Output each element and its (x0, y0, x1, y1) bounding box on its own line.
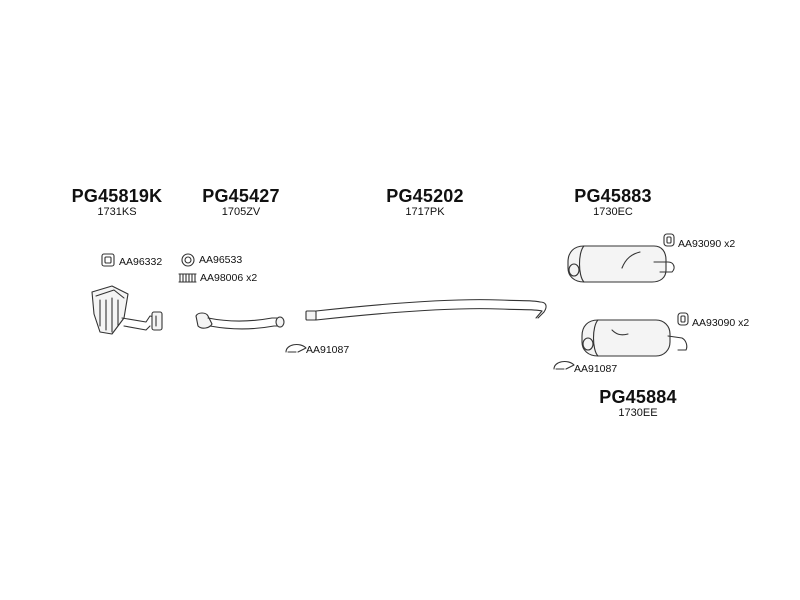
part-reference: 1730EE (618, 407, 658, 419)
part-code: PG45884 (599, 387, 677, 407)
accessory-rubber-mount-lower-label[interactable]: AA93090 x2 (692, 317, 750, 329)
pipe-clamp-rear-icon (553, 360, 575, 370)
part-code: PG45883 (574, 186, 652, 206)
accessory-ring-seal-label[interactable]: AA96533 (199, 254, 243, 266)
rear-silencer-lower-part[interactable] (581, 319, 688, 357)
rear-silencer-upper-part[interactable] (567, 245, 675, 283)
part-group-catalytic-converter[interactable]: PG45819K 1731KS (72, 186, 163, 219)
accessory-gasket-label[interactable]: AA96332 (119, 256, 163, 268)
part-group-rear-silencer-lower[interactable]: PG45884 1730EE (599, 387, 676, 420)
part-reference: 1705ZV (221, 206, 261, 218)
part-code: PG45202 (386, 186, 464, 206)
middle-pipe-part[interactable] (305, 299, 547, 321)
accessory-clamp-rear-label[interactable]: AA91087 (574, 363, 618, 375)
part-code: PG45819K (71, 186, 163, 206)
ring-seal-icon (181, 253, 195, 267)
accessory-rubber-mount-upper-label[interactable]: AA93090 x2 (678, 238, 736, 250)
part-group-front-pipe[interactable]: PG45427 1705ZV (202, 186, 279, 219)
part-code: PG45427 (202, 186, 280, 206)
square-gasket-icon (101, 253, 115, 267)
front-pipe-part[interactable] (195, 312, 285, 330)
pipe-clamp-mid-icon (285, 343, 307, 353)
spring-icon (178, 273, 197, 283)
accessory-spring-bolt-label[interactable]: AA98006 x2 (200, 272, 258, 284)
part-reference: 1731KS (97, 206, 137, 218)
part-reference: 1730EC (593, 206, 633, 218)
part-reference: 1717PK (405, 206, 445, 218)
part-group-rear-silencer-upper[interactable]: PG45883 1730EC (574, 186, 651, 219)
part-group-middle-pipe[interactable]: PG45202 1717PK (386, 186, 463, 219)
catalytic-converter-part[interactable] (91, 285, 163, 335)
accessory-clamp-mid-label[interactable]: AA91087 (306, 344, 350, 356)
rubber-mount-lower-icon (677, 312, 689, 326)
rubber-mount-upper-icon (663, 233, 675, 247)
